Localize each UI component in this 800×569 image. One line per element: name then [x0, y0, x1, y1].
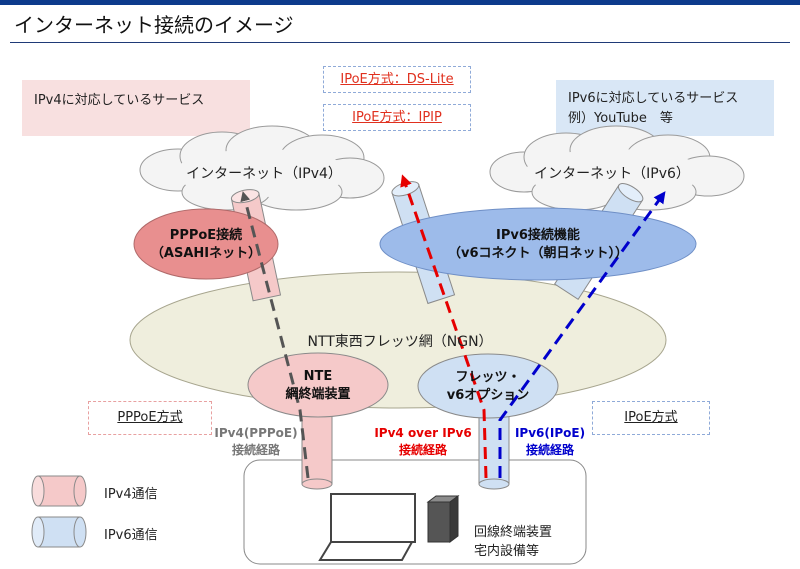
ipv6-service-box: IPv6に対応しているサービス 例）YouTube 等	[556, 80, 774, 136]
method-ipoe-box: IPoE方式	[592, 401, 710, 435]
legend-ipv6-tube-icon	[31, 516, 87, 548]
ipv6-service-example: 例）YouTube 等	[568, 111, 673, 126]
premises-title: 回線終端装置	[474, 525, 553, 540]
ipv6-service-label: IPv6に対応しているサービス	[568, 91, 739, 106]
nte-node	[247, 352, 389, 418]
cloud-ipv6-label: インターネット（IPv6）	[534, 166, 690, 182]
title-underline	[10, 42, 790, 43]
pppoe-node-label: PPPoE接続 （ASAHIネット）	[151, 227, 261, 263]
method-ipip-box: IPoE方式：IPIP	[323, 104, 471, 131]
route-ipv6-label: IPv6(IPoE) 接続経路	[515, 425, 585, 459]
ipv4-service-label: IPv4に対応しているサービス	[34, 93, 205, 108]
ipv4-service-box: IPv4に対応しているサービス	[22, 80, 250, 136]
router-icon	[426, 495, 460, 543]
premises-subtitle: 宅内設備等	[474, 544, 540, 559]
ipv6-connection-node	[379, 207, 697, 281]
ipv6-node-provider: （v6コネクト（朝日ネット））	[447, 246, 629, 261]
cloud-ipv4-label: インターネット（IPv4）	[186, 166, 342, 182]
method-pppoe-box: PPPoE方式	[88, 401, 212, 435]
v6-option-node	[417, 353, 559, 419]
route-over-ipv6-subtitle: 接続経路	[398, 443, 447, 457]
legend-ipv4-tube-icon	[31, 475, 87, 507]
pppoe-node-provider: （ASAHIネット）	[150, 246, 262, 261]
method-dslite-box: IPoE方式：DS-Lite	[323, 66, 471, 93]
route-ipv4-title: IPv4(PPPoE)	[214, 426, 298, 440]
v6-option-subtitle: v6オプション	[446, 388, 530, 403]
premises-label: 回線終端装置 宅内設備等	[474, 523, 552, 561]
top-accent-bar	[0, 0, 800, 5]
route-ipv6-title: IPv6(IPoE)	[514, 426, 586, 440]
pppoe-connection-node	[133, 208, 279, 280]
route-over-ipv6-title: IPv4 over IPv6	[374, 426, 472, 440]
route-over-ipv6-arrow	[400, 174, 488, 479]
legend-ipv6-label: IPv6通信	[104, 528, 158, 543]
route-ipv6-arrow	[498, 191, 666, 478]
nte-node-label: NTE 網終端装置	[285, 368, 350, 404]
v6-option-label: フレッツ・ v6オプション	[447, 369, 530, 405]
nte-node-subtitle: 網終端装置	[285, 387, 351, 402]
nte-node-title: NTE	[303, 369, 333, 384]
ipv6-node-title: IPv6接続機能	[496, 228, 580, 243]
ipv6-node-label: IPv6接続機能 （v6コネクト（朝日ネット））	[448, 227, 628, 263]
route-ipv4-label: IPv4(PPPoE) 接続経路	[214, 425, 297, 459]
route-over-ipv6-label: IPv4 over IPv6 接続経路	[374, 425, 471, 459]
cloud-ipv4	[139, 125, 385, 211]
cloud-ipv6	[489, 125, 745, 211]
v6-option-title: フレッツ・	[455, 370, 521, 385]
route-ipv4-subtitle: 接続経路	[231, 443, 281, 457]
legend-ipv4-label: IPv4通信	[104, 487, 158, 502]
pc-icon	[318, 493, 416, 561]
route-ipv4-arrow	[240, 191, 310, 479]
ngn-label: NTT東西フレッツ網（NGN）	[307, 334, 493, 350]
route-ipv6-subtitle: 接続経路	[525, 443, 575, 457]
pppoe-node-title: PPPoE接続	[169, 228, 243, 243]
page-title: インターネット接続のイメージ	[14, 13, 294, 37]
